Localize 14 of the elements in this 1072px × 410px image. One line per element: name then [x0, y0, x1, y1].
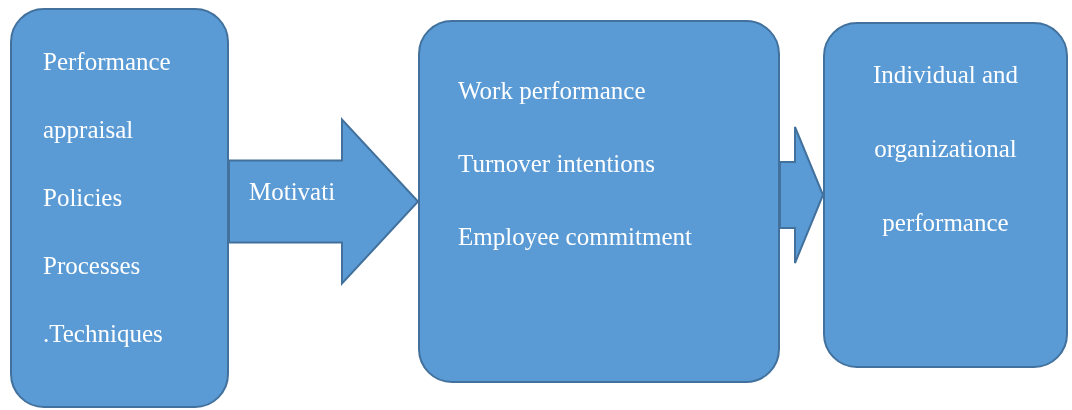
box-text: Performance appraisal	[43, 47, 172, 145]
box-text: Employee commitment	[458, 222, 693, 252]
rounded-box	[10, 8, 229, 408]
box-text: Work performance	[458, 76, 647, 106]
box-text: Turnover intentions	[458, 149, 656, 179]
edge-label: Motivati	[249, 176, 336, 207]
box-text: Processes	[43, 251, 142, 281]
block-arrow	[779, 126, 825, 264]
box-text: .Techniques	[43, 319, 164, 349]
rounded-box	[823, 22, 1068, 368]
block-arrow	[228, 116, 420, 287]
box-text: Individual and organizational performance	[871, 60, 1020, 238]
rounded-box	[418, 20, 780, 383]
box-text: Policies	[43, 183, 124, 213]
